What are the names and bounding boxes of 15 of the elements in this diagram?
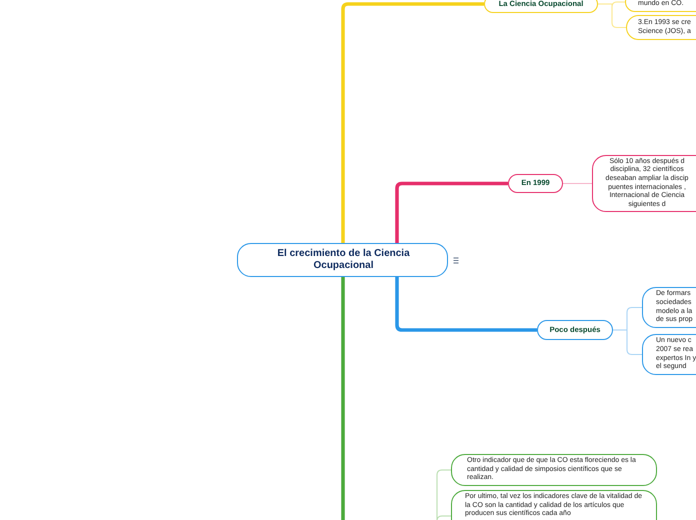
branch-line [598,4,626,28]
topic-box [484,0,598,13]
topic-label: El crecimiento de la Ciencia Ocupacional [276,248,411,272]
branch-line [562,183,592,184]
branch-line [436,470,452,520]
central-topic-box [237,243,448,277]
topic-box [508,174,563,193]
branch-line [341,277,345,520]
branch-line [395,182,508,243]
branch-line [341,2,484,243]
branch-line [612,330,642,355]
branch-line [436,516,452,520]
branch-line [395,277,537,332]
subtopic-box [451,454,657,486]
topic-box [537,320,613,340]
